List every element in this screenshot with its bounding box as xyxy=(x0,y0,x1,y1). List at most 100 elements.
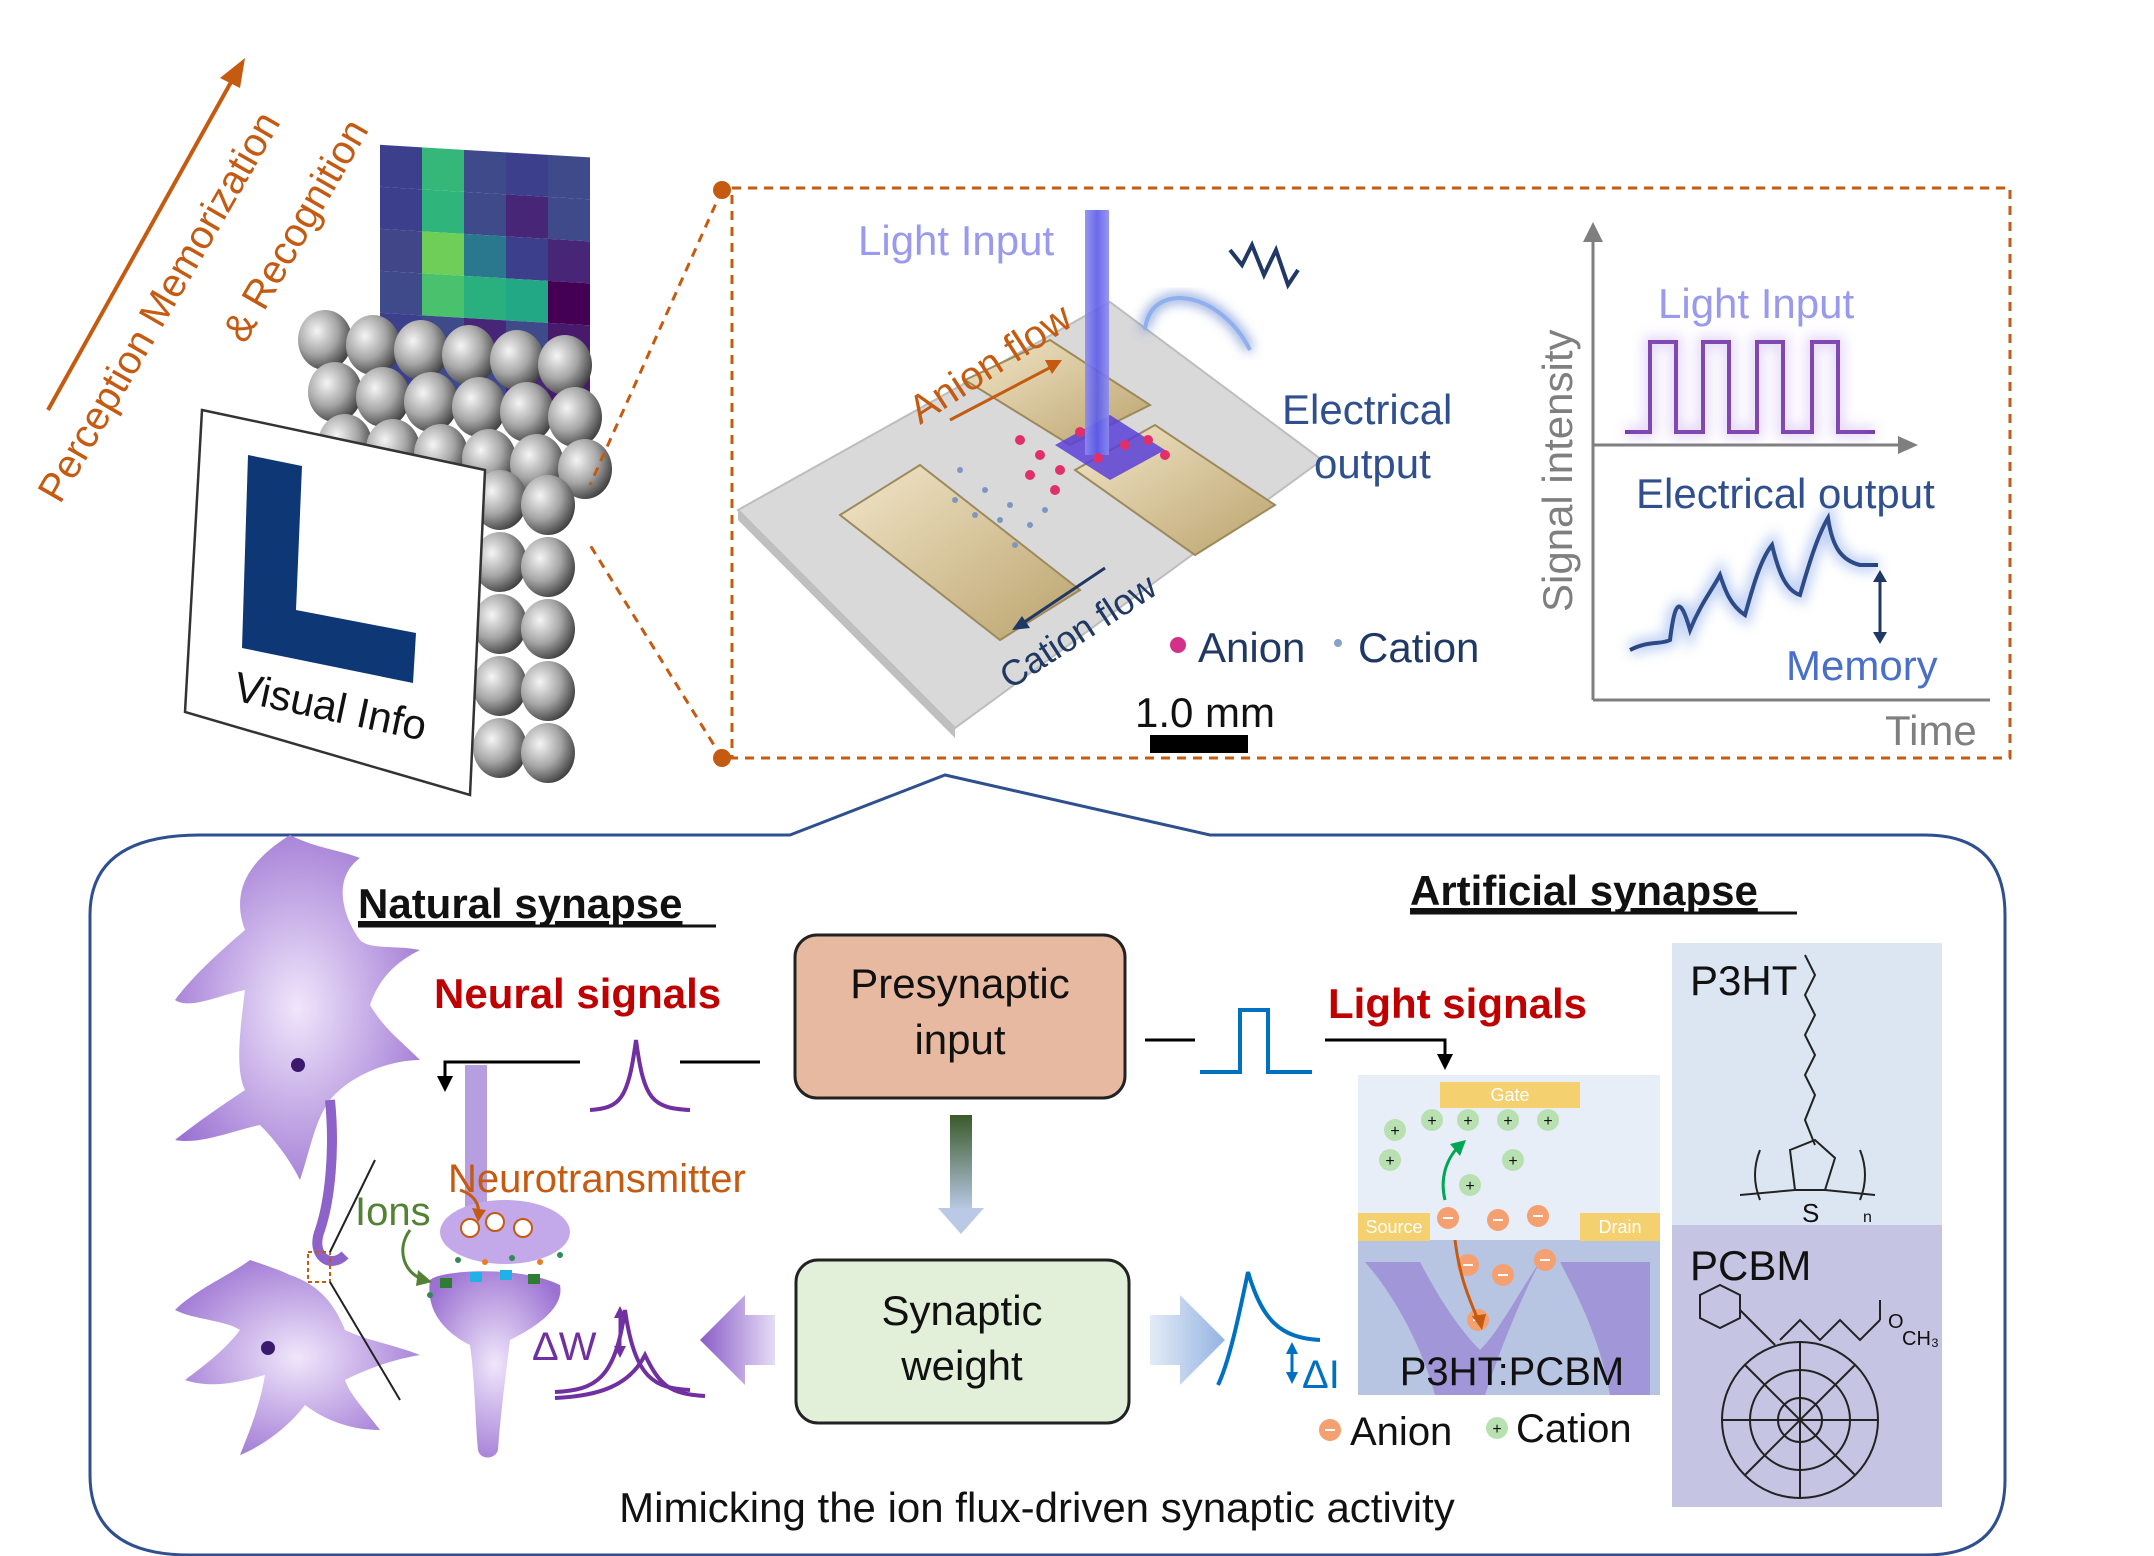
output-wave-icon xyxy=(1228,240,1300,290)
sphere xyxy=(521,599,575,659)
weight-to-natural-arrow xyxy=(700,1295,775,1385)
source-electrode xyxy=(1358,1213,1430,1241)
anion-dot xyxy=(1160,450,1170,460)
plot-electrical-output-label: Electrical output xyxy=(1636,470,1935,517)
delta-w-label: ΔW xyxy=(532,1325,597,1369)
cation-ion: + xyxy=(1379,1149,1401,1171)
heatmap-cell xyxy=(464,233,506,279)
light-beam xyxy=(1085,210,1109,455)
heatmap-cell xyxy=(464,149,506,195)
sphere xyxy=(538,335,592,395)
svg-text:+: + xyxy=(1503,1113,1512,1130)
presynaptic-input-line2: input xyxy=(914,1016,1005,1063)
device-legend-cation: Cation xyxy=(1516,1407,1632,1451)
ion-dots xyxy=(952,427,1170,548)
cation-ion: + xyxy=(1497,1109,1519,1131)
svg-text:+: + xyxy=(1492,1421,1501,1438)
letter-L-shape xyxy=(242,455,416,683)
photoreceptor-array xyxy=(298,310,612,783)
presynaptic-input-box xyxy=(793,933,1127,1100)
anion-ion xyxy=(1457,1254,1479,1276)
ester-oxygen-label: O xyxy=(1888,1311,1904,1333)
sphere xyxy=(473,470,527,530)
artificial-synapse-title: Artificial synapse xyxy=(1410,867,1758,914)
polymer-n-label: n xyxy=(1863,1209,1872,1226)
delta-w-spike-1 xyxy=(554,1309,691,1394)
heatmap-cell xyxy=(548,280,590,326)
heatmap-cell xyxy=(464,275,506,321)
heatmap-cell xyxy=(548,238,590,284)
sphere xyxy=(452,377,506,437)
panel-caption: Mimicking the ion flux-driven synaptic a… xyxy=(619,1484,1455,1531)
delta-w-spike-2 xyxy=(554,1350,706,1400)
scale-bar-label: 1.0 mm xyxy=(1135,689,1275,736)
heatmap-cell xyxy=(422,231,464,276)
synaptic-weight-line1: Synaptic xyxy=(881,1287,1042,1334)
cation-ion: + xyxy=(1457,1109,1479,1131)
cation-dot xyxy=(1012,542,1018,548)
anion-ion xyxy=(1534,1249,1556,1271)
cation-dot xyxy=(957,467,963,473)
upper-neuron xyxy=(175,835,420,1266)
zoom-box xyxy=(307,1251,331,1283)
source-label: Source xyxy=(1365,1217,1422,1237)
visual-info-card: Visual Info xyxy=(183,408,487,797)
svg-text:+: + xyxy=(1508,1153,1517,1170)
sphere xyxy=(473,656,527,716)
heatmap-cell xyxy=(506,236,548,281)
light-signal-pulse xyxy=(1200,1008,1312,1074)
electrode-left-bottom xyxy=(838,463,1082,642)
sphere xyxy=(521,475,575,535)
cation-dot xyxy=(982,487,988,493)
anion-dot xyxy=(1050,485,1060,495)
signal-plot xyxy=(1583,222,1990,702)
heatmap-cell xyxy=(506,152,548,197)
sphere xyxy=(548,387,602,447)
cation-dot xyxy=(1007,502,1013,508)
anion-dot xyxy=(1143,435,1153,445)
lower-neuron xyxy=(175,1260,420,1455)
sphere xyxy=(521,537,575,597)
zoom-connector xyxy=(588,181,731,767)
synaptic-weight-line2: weight xyxy=(900,1342,1023,1389)
synapse-detail xyxy=(427,1065,570,1458)
cation-ion: + xyxy=(1537,1109,1559,1131)
cation-dot xyxy=(1027,522,1033,528)
heatmap-cell xyxy=(422,147,464,192)
drain-electrode xyxy=(1580,1213,1660,1241)
anion-dot xyxy=(1075,427,1085,437)
sphere xyxy=(346,315,400,375)
cation-dot xyxy=(952,497,958,503)
drain-label: Drain xyxy=(1598,1217,1641,1237)
anion-ion xyxy=(1527,1205,1549,1227)
weight-to-artificial-arrow xyxy=(1150,1295,1225,1385)
p3ht-structure xyxy=(1739,954,1876,1201)
cation-legend-dot xyxy=(1334,639,1342,647)
sphere xyxy=(404,372,458,432)
presynaptic-input-line1: Presynaptic xyxy=(850,960,1069,1007)
p3ht-label: P3HT xyxy=(1690,957,1797,1004)
cation-ion: + xyxy=(1459,1174,1481,1196)
device-cross-section: ++++++++ xyxy=(1358,1075,1660,1395)
heatmap-cell xyxy=(506,278,548,323)
heatmap-cell xyxy=(548,196,590,242)
sphere xyxy=(308,362,362,422)
device-cation-legend-icon xyxy=(1486,1417,1508,1439)
sphere xyxy=(521,661,575,721)
neural-spike xyxy=(589,1039,691,1112)
ions-arrow xyxy=(401,1229,426,1282)
svg-text:+: + xyxy=(1385,1153,1394,1170)
svg-text:+: + xyxy=(1465,1178,1474,1195)
anion-dot xyxy=(1015,435,1025,445)
sphere xyxy=(473,594,527,654)
neural-signals-label: Neural signals xyxy=(434,970,721,1017)
heatmap-cell xyxy=(422,273,464,318)
pcbm-panel xyxy=(1672,1225,1942,1507)
anion-legend-dot xyxy=(1170,637,1186,653)
device-legend-anion: Anion xyxy=(1350,1410,1452,1454)
cation-dot xyxy=(1042,507,1048,513)
cation-dot xyxy=(972,512,978,518)
inset-legend-anion: Anion xyxy=(1198,624,1305,671)
plot-memory-label: Memory xyxy=(1786,642,1938,689)
